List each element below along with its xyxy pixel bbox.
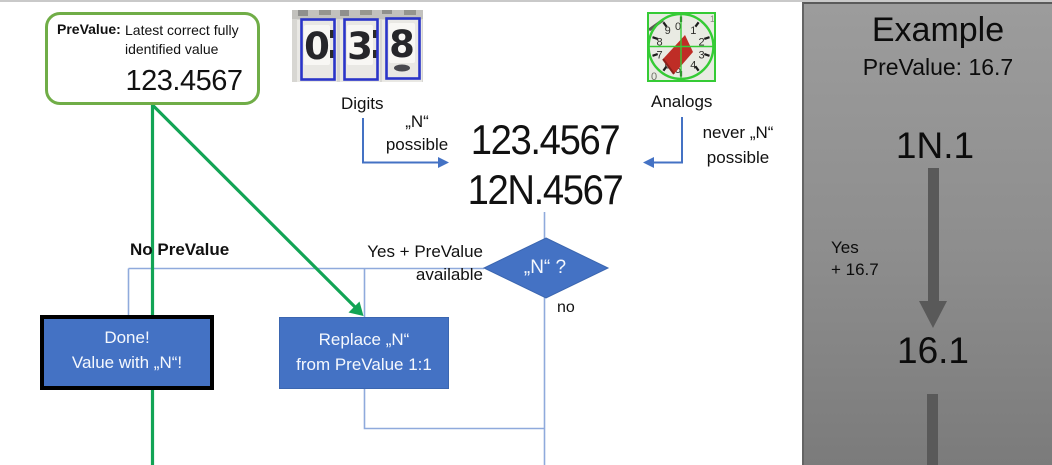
- digits-image-artifact: [404, 10, 416, 15]
- gauge-tick: [694, 21, 700, 28]
- digits-image-top-band: [292, 10, 423, 19]
- gauge-number-5: 5: [675, 64, 681, 76]
- example-title: Example: [871, 11, 1005, 49]
- replace-box-line2: from PreValue 1:1: [296, 355, 432, 374]
- digit-glyph-2: 3: [347, 25, 373, 68]
- prevalue-desc-line2: identified value: [125, 41, 219, 57]
- digit-cell-notch: [330, 50, 335, 58]
- example-prevalue: PreValue: 16.7: [862, 54, 1014, 80]
- replace-box-line1: Replace „N“: [318, 330, 410, 349]
- no-prevalue-label: No PreValue: [130, 240, 230, 259]
- gauge-tick: [652, 53, 659, 57]
- replace-box: Replace „N“ from PreValue 1:1: [279, 317, 449, 389]
- digit-roi-box-2: [343, 18, 379, 81]
- yes-branch-line2: available: [415, 265, 483, 284]
- gauge-number-0: 0: [675, 21, 681, 33]
- gauge-ghost-digit: 1: [710, 14, 715, 24]
- green-arrow-to-replace: [151, 103, 357, 309]
- example-arrow1-head: [919, 301, 947, 328]
- gauge-needle-edge: [662, 58, 675, 75]
- digit-cell-notch: [373, 30, 378, 38]
- gauge-number-3: 3: [698, 50, 704, 62]
- example-step-line2: + 16.7: [831, 260, 879, 279]
- gauge-tick: [662, 21, 668, 28]
- prevalue-desc-line1: Latest correct fully: [125, 22, 239, 38]
- digit-glyph-3: 8: [389, 23, 415, 66]
- gauge-number-8: 8: [656, 37, 662, 49]
- example-value-before: 1N.1: [895, 125, 975, 166]
- digit-cell-window: [389, 23, 415, 63]
- digits-note: „N“ possible: [386, 110, 448, 156]
- analog-gauge-image: 1 0 0 1 2 3 4 5 6 7 8 9: [647, 12, 716, 82]
- example-arrow2-shaft: [927, 394, 938, 465]
- digits-arrow-line: [362, 118, 440, 164]
- prevalue-box-description: Latest correct fully identified value: [125, 21, 239, 59]
- digit-cell-window: [304, 25, 330, 65]
- digit-roi-box-3: [385, 17, 421, 80]
- example-panel: [802, 2, 1052, 465]
- digits-label: Digits: [341, 94, 384, 113]
- gauge-tick: [703, 36, 710, 40]
- gauge-needle: [663, 35, 693, 74]
- digit-next-peek: [394, 64, 410, 72]
- gauge-roi-box: [647, 12, 716, 82]
- digit-cell-notch: [373, 50, 378, 58]
- gauge-tick: [694, 65, 700, 72]
- connector-replace-to-no-branch: [363, 389, 545, 430]
- digit-roi-box-1: [300, 18, 336, 81]
- candidate-value-line1: 123.4567: [470, 116, 621, 163]
- done-box-line2: Value with „N“!: [71, 353, 183, 372]
- analogs-label: Analogs: [651, 92, 713, 111]
- analogs-note: never „N“ possible: [703, 120, 774, 170]
- gauge-number-4: 4: [690, 60, 696, 72]
- digits-image-artifact: [340, 10, 349, 16]
- gauge-tick: [662, 65, 668, 72]
- analogs-arrow-line: [652, 117, 683, 164]
- digits-note-line1: „N“: [405, 112, 429, 131]
- digit-glyph-1: 0: [304, 25, 330, 68]
- digits-arrow-head: [438, 157, 449, 168]
- decision-diamond: [482, 237, 610, 299]
- gauge-tick: [703, 53, 710, 57]
- digits-image-artifact: [319, 10, 331, 15]
- analogs-arrow-head: [643, 157, 654, 168]
- gauge-number-2: 2: [698, 37, 704, 49]
- gauge-number-9: 9: [665, 25, 671, 37]
- analogs-note-line1: never „N“: [702, 123, 774, 142]
- digits-image-artifact: [382, 10, 392, 14]
- done-box: Done! Value with „N“!: [40, 315, 214, 390]
- analogs-note-line2: possible: [706, 148, 770, 167]
- digit-cell-window: [347, 25, 373, 65]
- no-branch-label: no: [557, 299, 575, 316]
- top-divider-line: [0, 0, 1052, 2]
- gauge-ghost-digit: 0: [651, 71, 657, 82]
- example-value-after: 16.1: [896, 330, 970, 371]
- digits-image-artifact: [360, 10, 372, 15]
- gauge-number-1: 1: [690, 25, 696, 37]
- example-step-label: Yes + 16.7: [831, 237, 879, 281]
- digit-cell-notch: [330, 30, 335, 38]
- prevalue-box-label: PreValue:: [57, 21, 121, 37]
- prevalue-box: [45, 12, 260, 105]
- digits-image: 0 3 8: [292, 10, 423, 82]
- yes-branch-line1: Yes + PreValue: [367, 242, 483, 261]
- yes-branch-label: Yes + PreValue available: [367, 240, 483, 286]
- gauge-number-7: 7: [656, 50, 662, 62]
- prevalue-box-value: 123.4567: [125, 65, 243, 97]
- decision-diamond-label: „N“ ?: [523, 257, 567, 278]
- example-step-line1: Yes: [831, 238, 859, 257]
- candidate-value-line2: 12N.4567: [467, 166, 624, 213]
- green-arrow-head: [348, 301, 364, 316]
- example-arrow1-shaft: [928, 168, 939, 303]
- done-box-line1: Done!: [104, 328, 150, 347]
- digits-note-line2: possible: [385, 135, 449, 154]
- digits-image-artifact: [298, 10, 308, 16]
- gauge-tick: [652, 36, 659, 40]
